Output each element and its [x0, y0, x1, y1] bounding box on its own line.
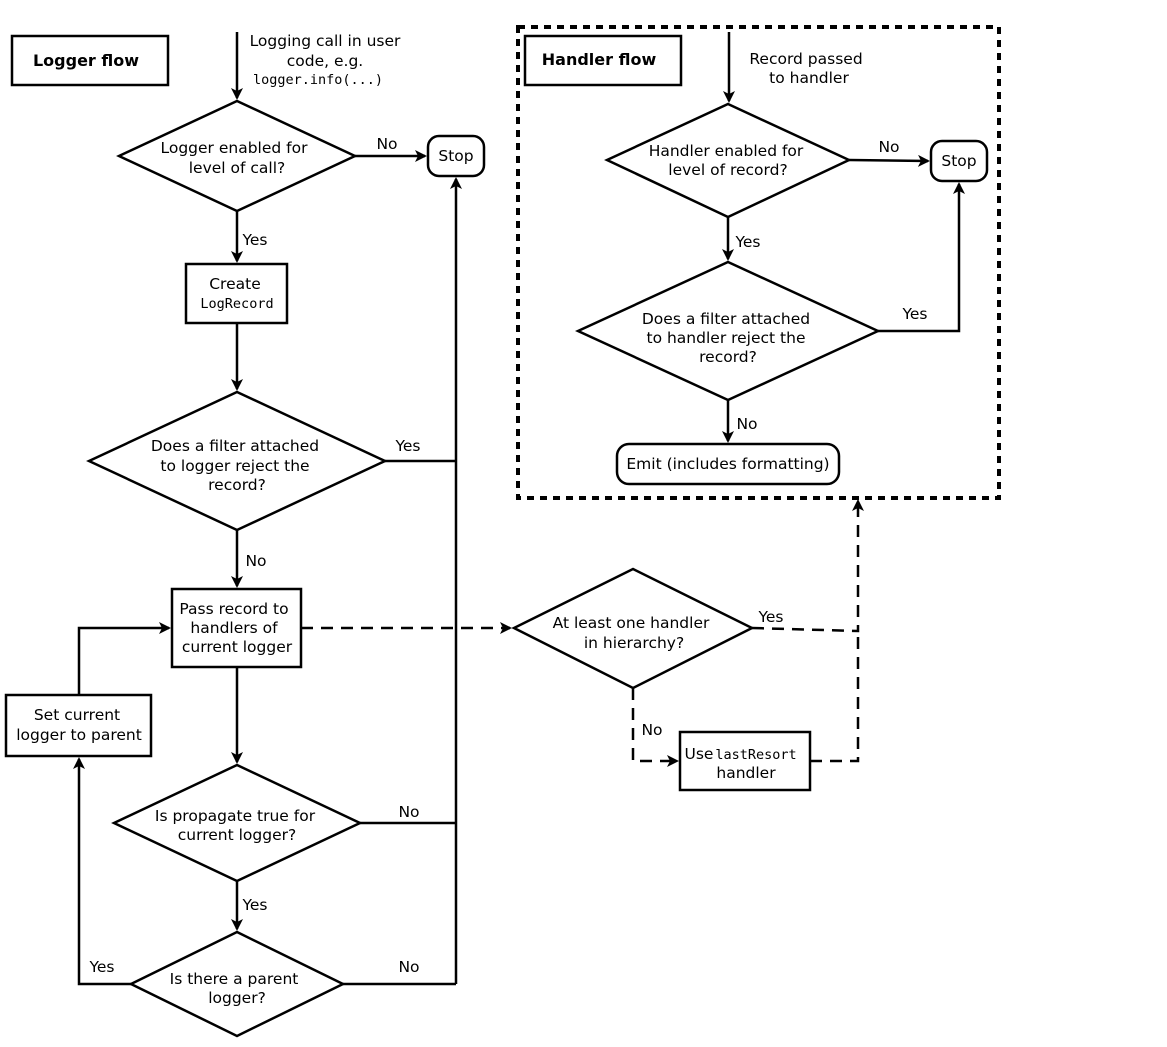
create-logrecord-text: Create — [209, 275, 261, 293]
propagate-no-label: No — [398, 803, 419, 821]
set-parent-text-2: logger to parent — [16, 726, 142, 744]
create-logrecord-code: LogRecord — [200, 296, 273, 312]
logger-enabled-yes-label: Yes — [241, 231, 267, 249]
handler-flow-title: Handler flow — [542, 50, 657, 69]
handler-enabled-no-label: No — [878, 138, 899, 156]
logger-filter-yes-label: Yes — [394, 437, 420, 455]
handler-enabled-no-arrow — [848, 154, 930, 167]
logger-filter-q-3: record? — [208, 476, 266, 494]
logger-filter-q-1: Does a filter attached — [151, 437, 319, 455]
handler-flow-frame — [516, 25, 1001, 500]
parent-no-label: No — [398, 958, 419, 976]
parent-logger-diamond — [128, 930, 346, 1038]
set-parent-box — [4, 693, 153, 758]
logger-filter-q-2: to logger reject the — [160, 457, 309, 475]
parent-yes-label: Yes — [88, 958, 114, 976]
set-parent-text-1: Set current — [34, 706, 120, 724]
handler-entry-text-2: to handler — [769, 69, 849, 87]
handler-filter-yes-arrow — [878, 182, 965, 333]
hierarchy-q-2: in hierarchy? — [584, 634, 684, 652]
logger-enabled-q-2: level of call? — [189, 159, 286, 177]
logger-enabled-no-label: No — [376, 135, 397, 153]
last-resort-suffix: handler — [716, 764, 776, 782]
handler-stop-label: Stop — [941, 152, 976, 170]
logger-enabled-q-1: Logger enabled for — [161, 139, 309, 157]
last-resort-dashed-line — [810, 631, 860, 763]
logger-stop-box — [426, 134, 486, 178]
logger-entry-code: logger.info(...) — [253, 72, 383, 88]
parent-logger-q-1: Is there a parent — [170, 970, 299, 988]
logger-flow-title: Logger flow — [33, 51, 139, 70]
propagate-yes-label: Yes — [241, 896, 267, 914]
hierarchy-no-dashed-arrow — [631, 688, 679, 767]
hierarchy-yes-dashed-arrow — [751, 499, 864, 633]
hierarchy-no-label: No — [641, 721, 662, 739]
logger-stop-label: Stop — [438, 147, 473, 165]
hierarchy-q-1: At least one handler — [553, 614, 710, 632]
handler-flow-title-box — [523, 34, 683, 87]
handler-filter-q-1: Does a filter attached — [642, 310, 810, 328]
parent-logger-q-2: logger? — [208, 989, 266, 1007]
pass-record-text-2: handlers of — [190, 619, 278, 637]
hierarchy-yes-label: Yes — [757, 608, 783, 626]
handler-enabled-q-2: level of record? — [668, 161, 787, 179]
propagate-q-1: Is propagate true for — [155, 807, 316, 825]
set-parent-to-pass-arrow — [77, 622, 171, 695]
logger-entry-text-1: Logging call in user — [250, 32, 401, 50]
emit-box — [615, 442, 841, 486]
emit-label: Emit (includes formatting) — [626, 455, 829, 473]
handler-enabled-yes-label: Yes — [734, 233, 760, 251]
handler-enabled-q-1: Handler enabled for — [649, 142, 804, 160]
pass-record-text-1: Pass record to — [179, 600, 288, 618]
handler-filter-no-label: No — [736, 415, 757, 433]
last-resort-box — [678, 730, 812, 792]
handler-stop-box — [929, 139, 989, 183]
pass-record-box — [170, 587, 303, 669]
handler-entry-text-1: Record passed — [749, 50, 862, 68]
last-resort-prefix: Use — [685, 745, 714, 763]
handler-filter-yes-label: Yes — [901, 305, 927, 323]
logger-flow-title-box — [10, 34, 170, 87]
propagate-q-2: current logger? — [178, 826, 296, 844]
handler-filter-q-3: record? — [699, 348, 757, 366]
logger-filter-no-label: No — [245, 552, 266, 570]
pass-record-text-3: current logger — [182, 638, 293, 656]
logger-entry-text-2: code, e.g. — [287, 52, 363, 70]
last-resort-code: lastResort — [715, 747, 796, 763]
parent-yes-arrow — [73, 757, 131, 986]
handler-filter-q-2: to handler reject the — [647, 329, 806, 347]
create-logrecord-box — [184, 262, 289, 325]
